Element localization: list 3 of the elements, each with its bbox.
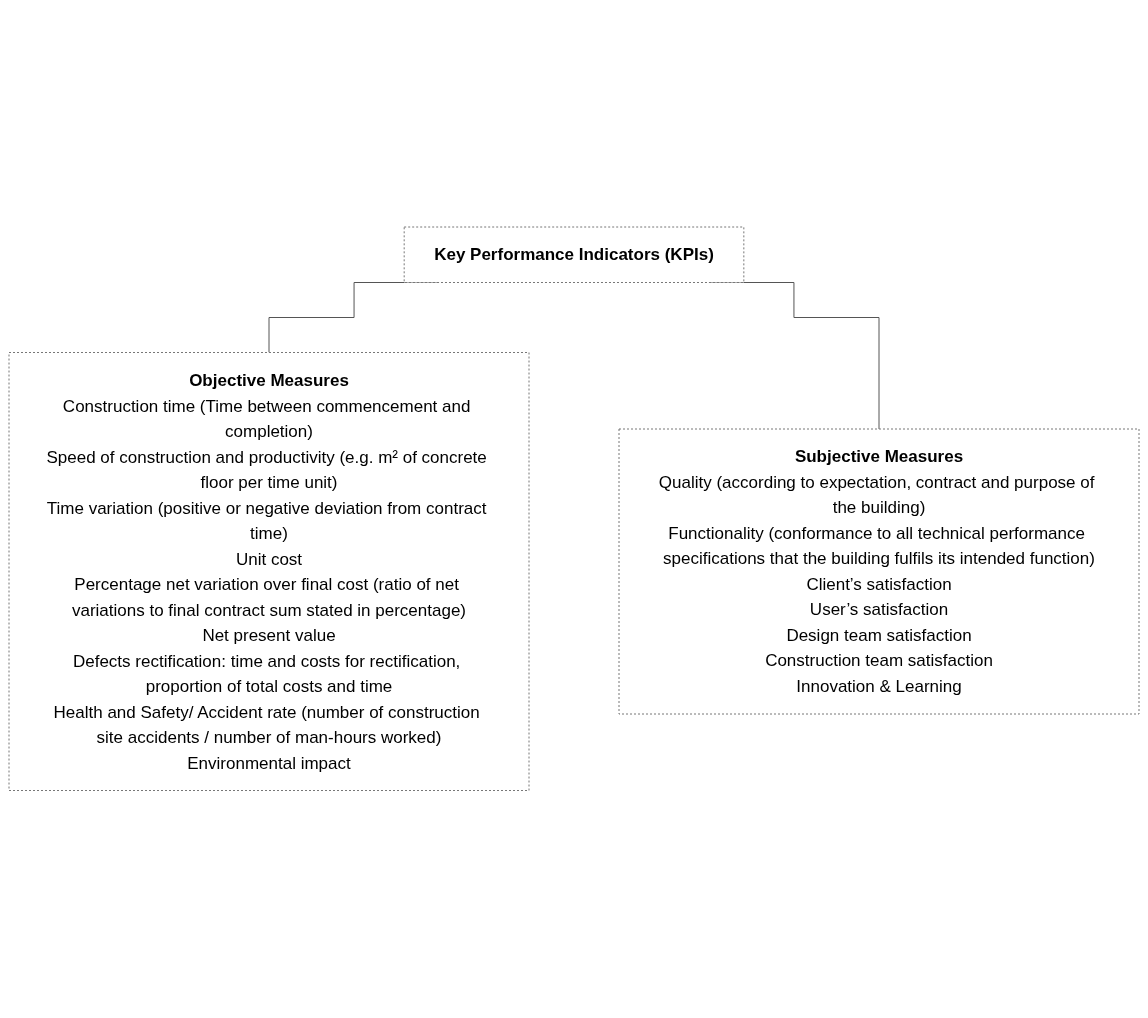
node-box: Objective Measures Construction time (Time between commencement and completion) Speed of construction and productivity (e.g. m² of concrete floor per time unit) Time variation (positive or negative deviation from contract time) Unit cost Percentage net variation over final cost (ratio of net variations to final contract sum stated in percentage) Net present value Defects rectification: time and costs for rectification, proportion of total costs and time Health and Safety/ Accident rate (number of construction site accidents / number of man-hours worked) Environmental impact [8,352,530,792]
node-box: Subjective Measures Quality (according to expectation, contract and purpose of the building) Functionality (conformance to all technical performance specifications that the building fulfils its intended function) Client’s satisfaction User’s satisfaction Design team satisfaction Construction team satisfaction Innovation & Learning [618,428,1140,715]
node-box: Key Performance Indicators (KPIs) [403,226,745,284]
